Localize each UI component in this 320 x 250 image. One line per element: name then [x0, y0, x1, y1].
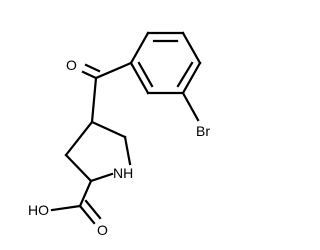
ring-carbonyl-bond	[94, 61, 133, 80]
acid-oxygen-label: O	[97, 222, 108, 238]
pyrrolidine-bond-2	[123, 135, 132, 166]
ring-bond-6	[129, 61, 150, 95]
structure-diagram: O Br NH HO O	[28, 31, 210, 238]
ring-bond-3	[181, 31, 202, 65]
ring-bond-1	[129, 31, 150, 65]
pyrrolidine-bond-1	[90, 120, 127, 139]
carboxyl-double-bond-a	[78, 204, 96, 225]
ketone-oxygen-label: O	[66, 57, 77, 73]
nitrogen-label: NH	[113, 165, 133, 181]
carbonyl-ring-bond	[90, 76, 98, 124]
bromine-label: Br	[196, 123, 210, 139]
ring-double-bond-2	[176, 61, 194, 88]
carboxyl-bond	[78, 179, 93, 208]
pyrrolidine-bond-3	[89, 172, 114, 183]
carboxyl-double-bond-b	[84, 199, 102, 220]
hydroxyl-label: HO	[28, 202, 49, 218]
molecule-canvas: O Br NH HO O	[28, 31, 211, 238]
ring-double-bond-3	[137, 61, 154, 88]
pyrrolidine-bond-5	[64, 120, 94, 157]
carbonyl-bond-a	[81, 70, 98, 80]
ring-bond-4	[181, 61, 202, 95]
pyrrolidine-bond-4	[64, 153, 93, 183]
bromine-bond	[181, 91, 200, 122]
carbonyl-bond-b	[84, 63, 101, 73]
carboxyl-hydroxyl-bond	[50, 204, 82, 212]
